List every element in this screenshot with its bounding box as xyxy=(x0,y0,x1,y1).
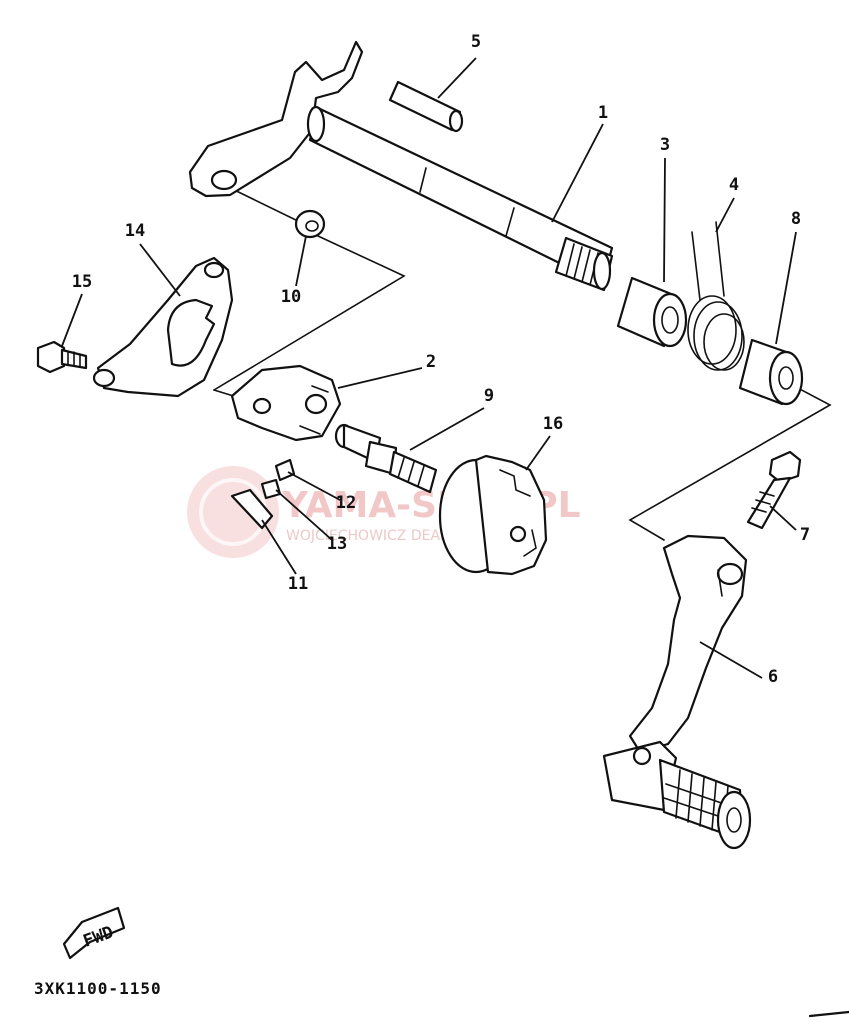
pawl-assembly xyxy=(230,458,296,530)
pedal-bolt xyxy=(746,450,802,530)
callout-1: 1 xyxy=(598,103,608,123)
callout-3: 3 xyxy=(660,135,670,155)
callout-8: 8 xyxy=(791,209,801,229)
collar xyxy=(616,276,688,348)
oil-seal xyxy=(738,338,804,406)
callout-11: 11 xyxy=(288,574,308,594)
callout-16: 16 xyxy=(543,414,563,434)
callout-9: 9 xyxy=(484,386,494,406)
bolt xyxy=(36,340,88,374)
shift-pedal xyxy=(602,534,752,850)
shift-lever xyxy=(230,364,342,442)
callout-5: 5 xyxy=(471,32,481,52)
segment xyxy=(438,454,548,576)
washer xyxy=(294,209,326,239)
dowel-pin xyxy=(388,80,464,133)
callout-15: 15 xyxy=(72,272,92,292)
callout-14: 14 xyxy=(125,221,145,241)
shift-shaft xyxy=(188,40,614,292)
callout-4: 4 xyxy=(729,175,739,195)
callout-13: 13 xyxy=(327,534,347,554)
callout-6: 6 xyxy=(768,667,778,687)
callout-2: 2 xyxy=(426,352,436,372)
stopper-bolt xyxy=(334,423,438,494)
corner-mark xyxy=(808,1010,849,1018)
callout-10: 10 xyxy=(281,287,301,307)
callout-7: 7 xyxy=(800,525,810,545)
leader-lines xyxy=(61,57,797,679)
torsion-spring xyxy=(687,221,745,371)
callout-12: 12 xyxy=(336,493,356,513)
model-code: 3XK1100-1150 xyxy=(34,979,162,998)
forward-arrow: FWD xyxy=(62,906,126,960)
plate xyxy=(92,256,234,398)
